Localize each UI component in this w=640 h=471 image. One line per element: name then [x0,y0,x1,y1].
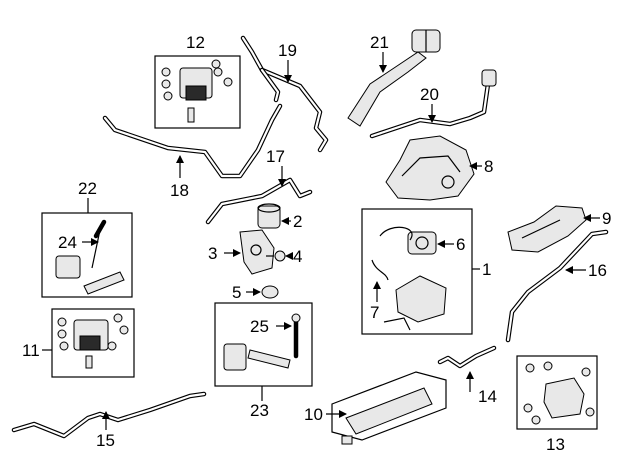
callout-12: 12 [186,33,205,52]
air-line-16 [505,229,609,343]
compressor-6 [383,231,447,331]
harness-7 [371,226,413,281]
callout-24: 24 [58,233,77,252]
shield-9 [507,205,587,253]
callout-21: 21 [370,33,389,52]
callout-23: 23 [250,401,269,420]
callout-3: 3 [208,244,217,263]
callout-16: 16 [588,261,607,280]
valve-box-13 [516,355,598,430]
sensor-box-22 [41,212,133,298]
dryer-2 [257,203,281,229]
callout-5: 5 [232,283,241,302]
sensor-link-25 [223,313,301,371]
callout-1: 1 [482,260,491,279]
link-kit-box-23 [214,302,313,387]
insulator-5 [261,285,279,299]
callout-8: 8 [484,157,493,176]
bracket-21 [347,29,441,127]
callout-25: 25 [250,317,269,336]
air-line-17 [205,177,313,225]
air-line-14 [437,345,497,369]
callout-15: 15 [96,431,115,450]
callout-10: 10 [304,405,323,424]
solenoid-valve-box-12 [154,55,241,129]
callout-20: 20 [420,85,439,104]
callout-4: 4 [293,247,302,266]
compressor-housing-8 [385,135,475,201]
callout-22: 22 [78,179,97,198]
solenoid-valve-box-11 [51,308,135,378]
rod-20 [369,69,497,139]
callout-11: 11 [22,341,40,360]
sleeve-10 [331,371,447,445]
air-line-19 [240,35,329,153]
compressor-assembly-box-1 [361,208,473,335]
mount-bracket-3 [239,229,275,275]
air-line-18 [102,103,283,179]
callout-7: 7 [370,303,379,322]
callout-9: 9 [602,209,611,228]
callout-13: 13 [546,435,565,454]
height-sensor-24 [55,219,125,295]
callout-6: 6 [456,235,465,254]
callout-18: 18 [170,181,189,200]
air-line-15 [11,391,207,439]
callout-19: 19 [278,41,297,60]
callout-14: 14 [478,387,497,406]
callout-2: 2 [293,212,302,231]
callout-17: 17 [266,147,285,166]
